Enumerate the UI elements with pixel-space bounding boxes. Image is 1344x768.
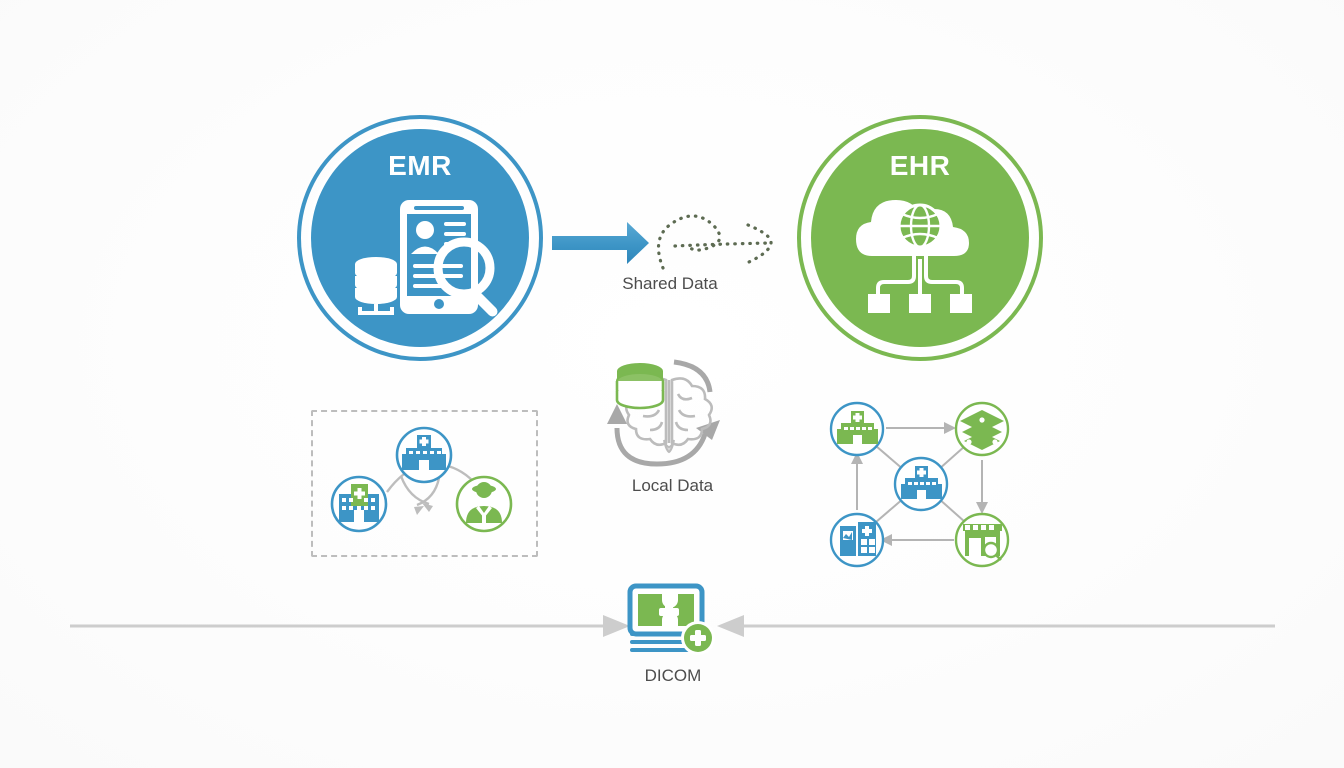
network-node-hub [893, 456, 949, 512]
dicom-axis-arrows [60, 608, 1284, 644]
gray-left-arrow-icon [717, 615, 1275, 637]
local-data-label: Local Data [631, 476, 714, 495]
ehr-label: EHR [889, 150, 951, 181]
network-cluster[interactable] [826, 398, 1016, 568]
local-data-node[interactable]: Local Data [600, 358, 745, 495]
emr-node[interactable]: EMR [296, 114, 544, 362]
local-node-hospital [395, 426, 453, 484]
dicom-image-stack-plus-icon [627, 583, 715, 655]
brain-cycle-database-icon [607, 359, 720, 467]
dotted-loop-arrow-icon [656, 214, 773, 270]
dicom-label: DICOM [644, 666, 702, 685]
emr-circle-graphic [297, 115, 543, 361]
network-node-pharmacy [954, 512, 1010, 568]
network-node-hospital-green [829, 401, 885, 457]
ehr-node[interactable]: EHR [796, 114, 1044, 362]
green-database-icon [615, 363, 665, 410]
local-node-doctor [455, 475, 513, 533]
blue-right-arrow-icon [552, 222, 649, 264]
globe-icon [897, 203, 943, 249]
network-node-data-layers [954, 401, 1010, 457]
network-node-lab [829, 512, 885, 568]
ehr-circle-graphic [797, 115, 1043, 361]
magnifier-icon [433, 237, 498, 317]
network-nodes-icon [876, 256, 964, 296]
dicom-node[interactable]: DICOM [618, 580, 728, 685]
database-stack-icon [355, 257, 397, 315]
gray-right-arrow-icon [70, 615, 630, 637]
shared-data-connector: Shared Data [545, 200, 795, 293]
local-cluster-box [311, 410, 538, 557]
local-node-clinic [330, 475, 388, 533]
magnifier-badge-icon [982, 541, 1002, 561]
shared-data-label: Shared Data [622, 274, 718, 293]
emr-label: EMR [388, 150, 452, 181]
local-cluster[interactable] [311, 410, 534, 553]
